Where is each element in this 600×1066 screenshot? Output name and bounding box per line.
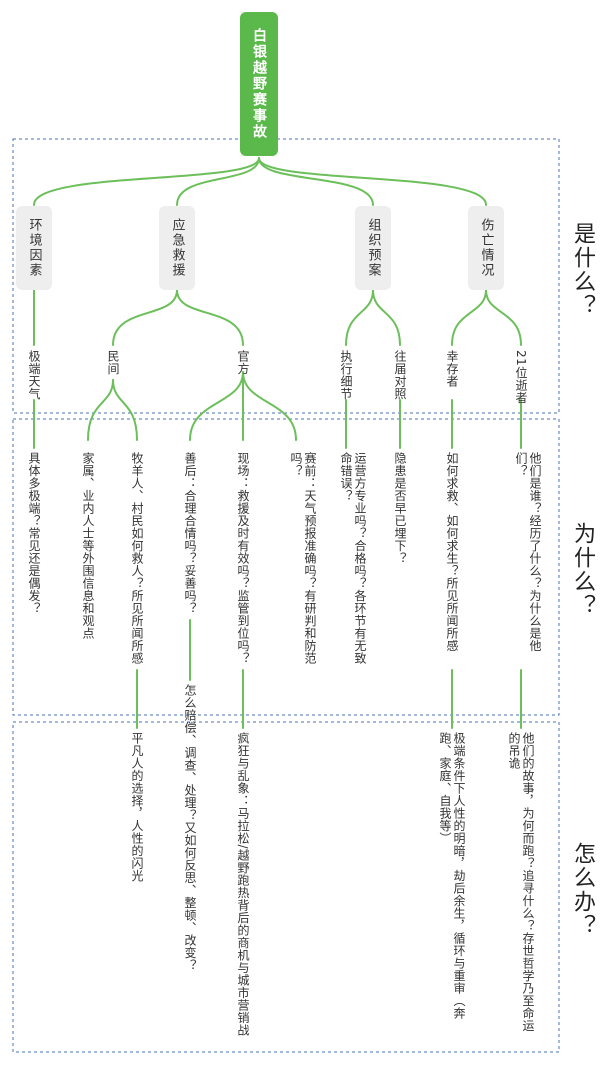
node-execution[interactable]: 执行细节 [339, 350, 353, 400]
answer-story[interactable]: 他们的故事，为何而跑？追寻什么？存世哲学乃至命运的吊诡 [507, 732, 535, 1032]
section-frame-why [12, 418, 560, 716]
connector-casualty-survivors [451, 289, 487, 346]
connector-root-rescue [176, 157, 260, 206]
connector-rescue-folk [112, 289, 178, 346]
side-label-why: 为什么？ [570, 522, 595, 618]
side-label-how: 怎么办？ [570, 842, 595, 938]
answer-ordinary[interactable]: 平凡人的选择，人性的闪光 [130, 732, 144, 882]
question-operator[interactable]: 运营方专业吗？合格吗？各环节有无致命错误？ [339, 452, 367, 665]
answer-handling[interactable]: 怎么赔偿、调查、处理？又如何反思、整顿、改变？ [183, 684, 197, 972]
side-label-what: 是什么？ [570, 222, 595, 318]
question-hidden-danger[interactable]: 隐患是否早已埋下？ [393, 452, 407, 565]
connector-official-after [189, 371, 244, 441]
question-family[interactable]: 家属、业内人士等外围信息和观点 [81, 452, 95, 640]
section-frame-how [12, 721, 560, 1053]
question-survive[interactable]: 如何求救、如何求生？所见所闻所感 [445, 452, 459, 652]
answer-craze[interactable]: 疯狂与乱象：马拉松/越野跑热背后的商机与城市营销战 [236, 732, 250, 1037]
question-shepherd[interactable]: 牧羊人、村民如何救人？所见所闻所感 [130, 452, 144, 665]
node-survivors[interactable]: 幸存者 [445, 350, 459, 388]
connector-folk-shepherd [112, 379, 138, 441]
node-responsibility[interactable]: 往届对照 [393, 350, 407, 400]
connector-casualty-21 [485, 289, 522, 346]
category-casualty[interactable]: 伤亡情况 [468, 206, 504, 290]
connector-root-environment [33, 157, 260, 206]
connector-plan-responsibility [372, 289, 401, 346]
connector-root-plan [258, 157, 374, 206]
connector-folk-family [87, 379, 114, 441]
section-frame-what [12, 138, 560, 414]
category-plan[interactable]: 组织预案 [355, 206, 391, 290]
connector-official-before [242, 371, 297, 441]
category-rescue[interactable]: 应急救援 [159, 206, 195, 290]
connector-root-casualty [258, 157, 487, 206]
node-official[interactable]: 官方 [236, 350, 250, 375]
question-scene[interactable]: 现场：救援及时有效吗？监管到位吗？ [236, 452, 250, 665]
answer-human-nature[interactable]: 极端条件下人性的明暗，劫后余生，循环与重审（奔跑、家庭、自我等） [438, 732, 466, 1020]
category-environment[interactable]: 环境因素 [16, 206, 52, 290]
root-node[interactable]: 白银越野赛事故 [240, 12, 278, 156]
question-aftermath[interactable]: 善后：合理合情吗？妥善吗？ [183, 452, 197, 615]
connector-rescue-official [176, 289, 244, 346]
node-folk[interactable]: 民间 [106, 350, 120, 375]
question-extreme[interactable]: 具体多极端？常见还是偶发？ [27, 452, 41, 615]
connector-plan-execution [345, 289, 374, 346]
question-before-race[interactable]: 赛前：天气预报准确吗？有研判和防范吗？ [289, 452, 317, 665]
question-who[interactable]: 他们是谁？经历了什么？为什么是他们？ [514, 452, 542, 652]
node-weather[interactable]: 极端天气 [27, 350, 41, 400]
node-21-deceased[interactable]: 21位逝者 [514, 350, 528, 404]
